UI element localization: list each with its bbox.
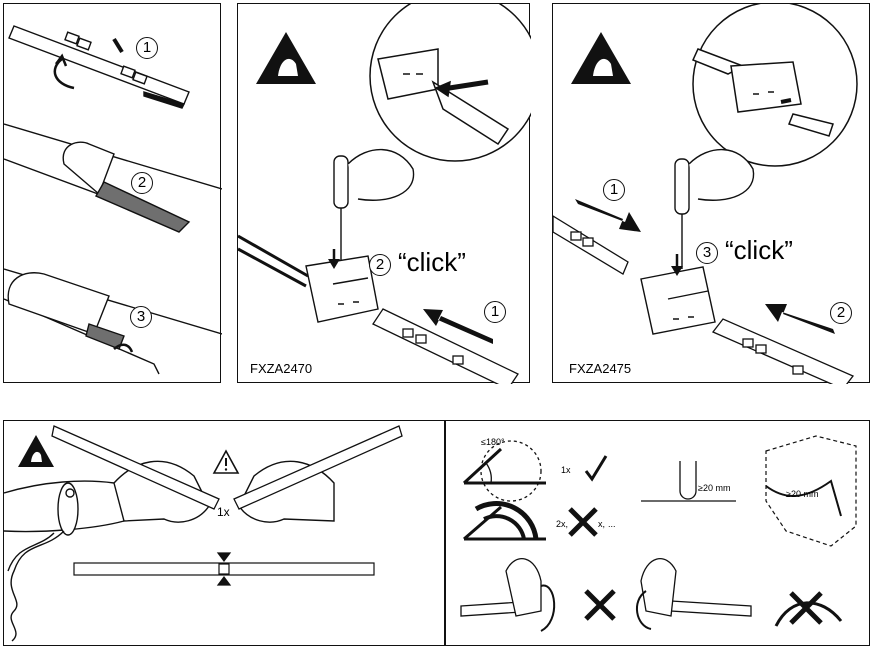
angle-label: ≤180° [481, 437, 505, 447]
zoom-detail [369, 4, 531, 162]
connector-illustration-1 [238, 4, 531, 384]
min-radius-label-1: ≥20 mm [698, 483, 731, 493]
click-label: “click” [725, 235, 793, 265]
connector-body [305, 255, 379, 323]
led-strip-right [711, 318, 855, 384]
esd-warning-icon [256, 32, 316, 84]
esd-warning-icon [571, 32, 631, 84]
led-strip-bent [51, 425, 403, 510]
twist-hands-right [636, 558, 752, 630]
connector-body [640, 266, 716, 335]
bad-count-label-x: x, [598, 519, 606, 529]
step-number-2: 2 [369, 254, 391, 276]
mounting-illustration [4, 25, 222, 375]
twisted-strip [774, 601, 843, 627]
product-code: FXZA2475 [569, 361, 632, 376]
profile-bend-diagram [765, 435, 857, 547]
bad-count-label-2x: 2x, [556, 519, 569, 529]
esd-warning-icon [18, 435, 54, 467]
bend-angle-ok [462, 440, 546, 502]
panel-mounting: 1 2 3 [3, 3, 222, 383]
cross-icon [584, 589, 616, 621]
panel-connector-fxza2475: 1 3 “click” 2 FXZA2475 [552, 3, 870, 384]
connector-illustration-2 [553, 4, 858, 384]
arrow-icon [765, 304, 835, 334]
cut-count-label: 1x [217, 505, 230, 519]
led-strip-left [553, 215, 629, 275]
cross-icon [789, 591, 823, 625]
min-radius-diagram [641, 461, 736, 502]
min-radius-label-2: ≥20 mm [786, 489, 819, 499]
step-number-2: 2 [131, 172, 153, 194]
panel-cutting: 1x [3, 420, 445, 646]
arm-with-wrist-strap [4, 480, 125, 642]
twist-hands-left [460, 558, 556, 632]
led-strip [372, 308, 519, 384]
screwdriver-hand [333, 148, 415, 264]
cutting-illustration [4, 425, 403, 642]
step-number-1: 1 [136, 37, 158, 59]
step-number-3: 3 [696, 242, 718, 264]
step-number-3: 3 [130, 306, 152, 328]
check-icon [584, 455, 608, 482]
panel-bending: ≤180° 1x 2x, x, ... ≥20 mm ≥20 mm [445, 420, 870, 646]
click-label: “click” [398, 247, 466, 277]
panel-connector-fxza2470: 2 “click” 1 FXZA2470 [237, 3, 531, 384]
arrow-icon [575, 199, 641, 232]
step-number-1: 1 [603, 179, 625, 201]
profile-step2 [4, 123, 222, 233]
cross-icon [568, 507, 598, 537]
product-code: FXZA2470 [250, 361, 313, 376]
bending-illustration [460, 435, 857, 632]
screwdriver-hand [674, 148, 755, 269]
step-number-1: 1 [484, 301, 506, 323]
ok-count-label: 1x [561, 465, 571, 475]
zoom-detail [691, 4, 858, 167]
bend-angle-bad [463, 501, 546, 541]
cable [238, 234, 309, 288]
step-number-2: 2 [830, 302, 852, 324]
led-strip-step1 [8, 25, 190, 109]
arrow-icon [423, 309, 493, 344]
profile-step3 [4, 268, 222, 375]
bad-count-label-dots: ... [608, 519, 616, 529]
warning-triangle-icon [212, 449, 240, 474]
led-strip-straight [73, 552, 375, 586]
